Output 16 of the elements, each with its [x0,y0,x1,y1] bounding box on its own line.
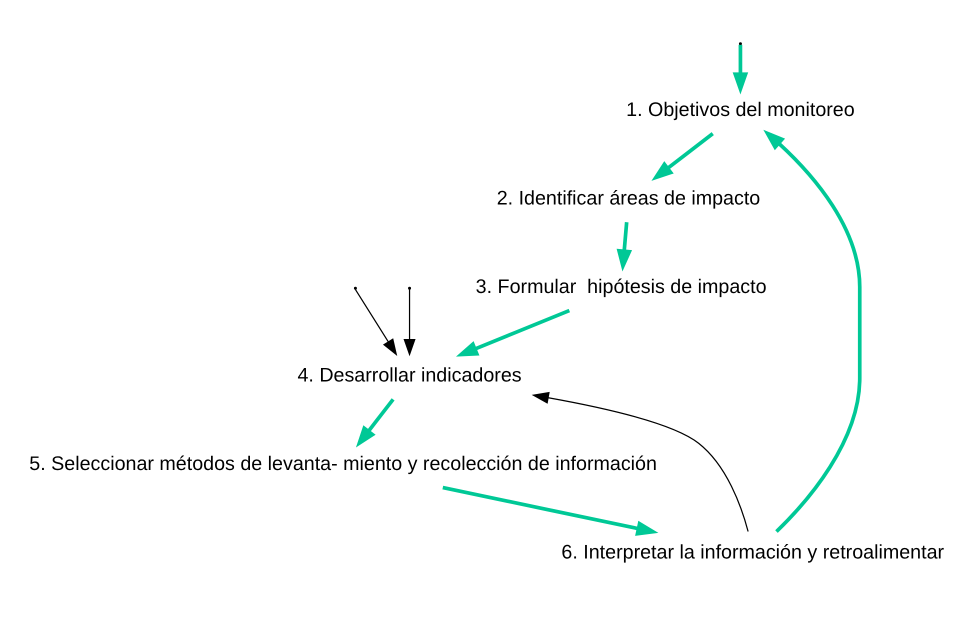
arrow [442,486,658,536]
arrow [355,398,394,448]
arrow [762,130,862,533]
arrow [354,289,397,356]
node-text: 2. Identificar áreas de impacto [496,187,760,210]
node-text: 1. Objetivos del monitoreo [626,98,854,121]
arrow [650,132,714,181]
node-text: 3. Formular hipótesis de impacto [475,276,766,298]
arrow [732,44,748,95]
arrow [455,308,570,357]
node-text: 5. Seleccionar métodos de levanta- miento y recolección de información [28,453,656,476]
arrow [531,392,748,532]
arrow [616,222,632,272]
arrow [403,290,416,356]
node-text: 6. Interpretar la información y retroalimentar [560,542,944,564]
node-text: 4. Desarrollar indicadores [296,364,522,386]
